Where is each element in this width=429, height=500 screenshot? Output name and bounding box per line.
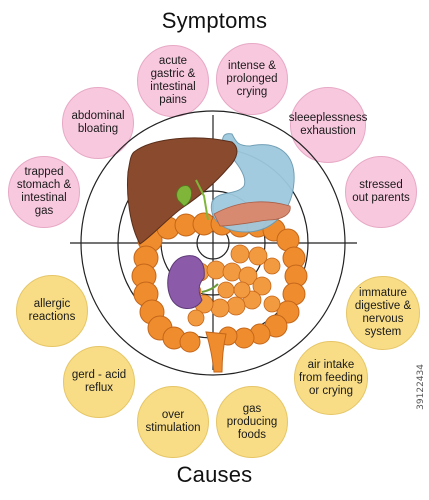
cause-circle-gas-foods: gas producing foods <box>216 386 288 458</box>
gallbladder-icon <box>176 185 192 207</box>
symptom-circle-stressed-parents: stressed out parents <box>345 156 417 228</box>
large-intestine-icon <box>131 212 308 353</box>
symptom-circle-crying: intense & prolonged crying <box>216 43 288 115</box>
image-id-label: 39122434 <box>416 364 426 410</box>
cause-circle-immature-system: immature digestive & nervous system <box>346 276 420 350</box>
symptoms-title: Symptoms <box>161 8 268 33</box>
symptom-circle-trapped-gas: trapped stomach & intestinal gas <box>8 156 80 228</box>
causes-title: Causes <box>176 462 253 487</box>
rectum-icon <box>205 331 227 373</box>
crosshair-target-icon <box>70 110 357 376</box>
symptom-circle-gastric-pains: acute gastric & intestinal pains <box>137 45 209 117</box>
symptom-circle-sleeplessness: sleeeplessness exhaustion <box>289 87 367 163</box>
cause-circle-over-stimulation: over stimulation <box>137 386 209 458</box>
cause-circle-air-intake: air intake from feeding or crying <box>294 341 368 415</box>
kidney-icon <box>167 255 205 309</box>
pancreas-icon <box>213 201 291 227</box>
cause-circle-allergic-reactions: allergic reactions <box>16 275 88 347</box>
cause-circle-gerd: gerd - acid reflux <box>63 346 135 418</box>
